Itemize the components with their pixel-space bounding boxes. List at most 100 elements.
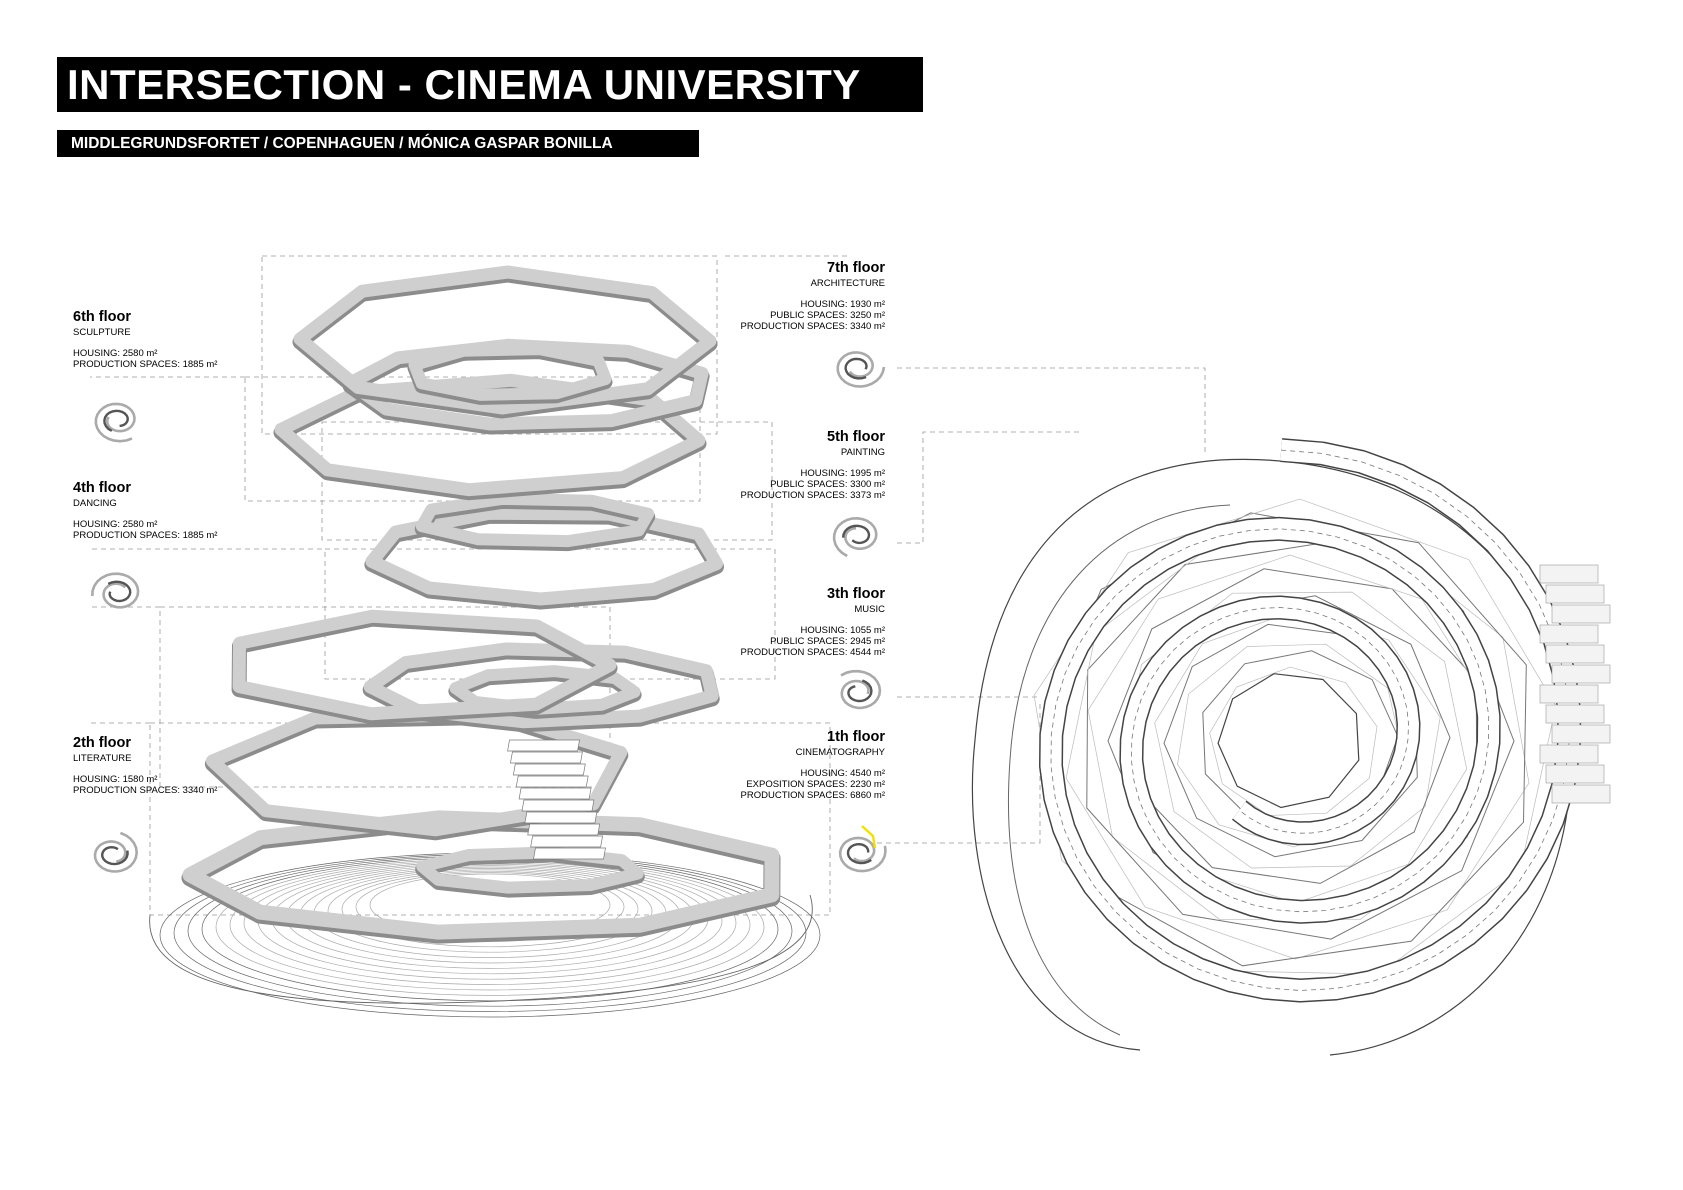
floor-thumbnail-icon [836, 351, 886, 388]
floor-stat: PUBLIC SPACES: 2945 m² [770, 636, 885, 647]
stair-step [527, 823, 601, 836]
facade-panel [1539, 744, 1599, 764]
floor-thumbnail-icon [93, 831, 138, 873]
ring-slab [205, 707, 628, 837]
guide-connector [877, 700, 1041, 844]
site-outline [1007, 504, 1231, 1036]
plan-contour [1177, 643, 1405, 848]
facade-panel [1545, 584, 1605, 604]
floor-name: 1th floor [827, 729, 885, 745]
floor-thumbnail-core [100, 845, 129, 866]
stair-step [507, 739, 580, 752]
floor-thumbnails [91, 351, 887, 873]
ring-slab [232, 609, 617, 721]
floor-thumbnail-core [844, 357, 868, 380]
ring-slab [182, 810, 780, 940]
ring-slab [415, 492, 655, 548]
page-subtitle: MIDDLEGRUNDSFORTET / COPENHAGUEN / MÓNIC… [57, 130, 699, 157]
floor-stat: PRODUCTION SPACES: 3340 m² [73, 785, 218, 796]
floor-label-5th: 5th floor PAINTING HOUSING: 1995 m² PUBL… [741, 427, 885, 501]
facade-panel [1539, 564, 1599, 584]
guide-frame [149, 722, 831, 916]
floor-stat: PRODUCTION SPACES: 6860 m² [740, 790, 885, 801]
facade-panel [1545, 644, 1605, 664]
stair-step [518, 787, 592, 800]
highlight-mark [861, 825, 877, 849]
floor-label-1th: 1th floor CINEMATOGRAPHY HOUSING: 4540 m… [741, 727, 885, 801]
floor-rings [181, 265, 781, 944]
floor-stat: HOUSING: 2580 m² [73, 348, 158, 359]
floor-use: CINEMATOGRAPHY [795, 747, 885, 758]
plan-void [1217, 673, 1360, 809]
guide-connector [897, 431, 1080, 544]
facade-panel [1545, 764, 1605, 784]
floor-stat: EXPOSITION SPACES: 2230 m² [746, 779, 885, 790]
floor-name: 7th floor [827, 260, 885, 276]
floor-use: DANCING [73, 498, 117, 509]
floor-thumbnail-core [846, 842, 872, 865]
floor-stat: PRODUCTION SPACES: 3373 m² [740, 490, 885, 501]
floor-thumbnail-core [103, 409, 129, 432]
contour-line [341, 870, 639, 948]
facade-panel [1539, 684, 1599, 704]
stair-step [515, 775, 589, 788]
floor-thumbnail-core [107, 580, 132, 603]
floor-name: 6th floor [73, 309, 131, 325]
floor-use: PAINTING [840, 447, 885, 458]
staircase [507, 739, 606, 860]
plan-contour [1154, 610, 1441, 869]
facade-strip [1539, 564, 1611, 804]
floor-thumbnail-icon [840, 669, 882, 710]
floor-thumbnail-icon [94, 402, 136, 443]
floor-label-2th: 2th floor LITERATURE HOUSING: 1580 m² PR… [73, 733, 217, 796]
floor-stat: HOUSING: 1930 m² [800, 299, 885, 310]
floor-stat: HOUSING: 1995 m² [800, 468, 885, 479]
floor-use: MUSIC [854, 604, 885, 615]
stair-step [512, 763, 586, 776]
ring-slab [363, 642, 719, 729]
plan-view [971, 438, 1582, 1056]
contour-line [149, 894, 813, 1004]
floor-stat: HOUSING: 4540 m² [800, 768, 885, 779]
ring-slab [293, 265, 717, 415]
floor-name: 2th floor [73, 735, 131, 751]
stair-step [521, 799, 595, 812]
page-title: INTERSECTION - CINEMA UNIVERSITY [57, 57, 923, 112]
floor-label-6th: 6th floor SCULPTURE HOUSING: 2580 m² PRO… [73, 307, 217, 370]
floor-label-7th: 7th floor ARCHITECTURE HOUSING: 1930 m² … [741, 258, 885, 332]
floor-name: 3th floor [827, 586, 885, 602]
floor-name: 5th floor [827, 429, 885, 445]
facade-panel [1545, 704, 1605, 724]
floor-thumbnail-core [842, 524, 871, 545]
facade-panel [1551, 604, 1611, 624]
stair-step [530, 835, 604, 848]
floor-label-3th: 3th floor MUSIC HOUSING: 1055 m² PUBLIC … [741, 584, 885, 658]
floor-thumbnail-icon [832, 516, 878, 558]
ring-slab [365, 506, 723, 606]
floor-thumbnail-icon [91, 572, 140, 609]
floor-use: ARCHITECTURE [810, 278, 885, 289]
floor-label-4th: 4th floor DANCING HOUSING: 2580 m² PRODU… [73, 478, 217, 541]
ring-slab [408, 343, 612, 401]
stair-step [510, 751, 583, 764]
floor-thumbnail-core [847, 679, 873, 703]
floor-stat: PUBLIC SPACES: 3300 m² [770, 479, 885, 490]
plan-ribbon [1040, 439, 1580, 1001]
floor-stat: PRODUCTION SPACES: 4544 m² [740, 647, 885, 658]
facade-panel [1539, 624, 1599, 644]
floor-stat: PRODUCTION SPACES: 3340 m² [740, 321, 885, 332]
guide-connector [897, 367, 1206, 455]
floor-stat: PRODUCTION SPACES: 1885 m² [73, 359, 218, 370]
site-outline [971, 458, 1572, 1056]
floor-stat: HOUSING: 1055 m² [800, 625, 885, 636]
facade-panel [1551, 784, 1611, 804]
floor-stat: HOUSING: 2580 m² [73, 519, 158, 530]
stair-step [524, 811, 598, 824]
contour-line [327, 869, 653, 953]
floor-stat: PRODUCTION SPACES: 1885 m² [73, 530, 218, 541]
stair-step [533, 847, 606, 860]
facade-panel [1551, 664, 1611, 684]
floor-thumbnail-icon [838, 836, 887, 873]
floor-use: SCULPTURE [73, 327, 131, 338]
